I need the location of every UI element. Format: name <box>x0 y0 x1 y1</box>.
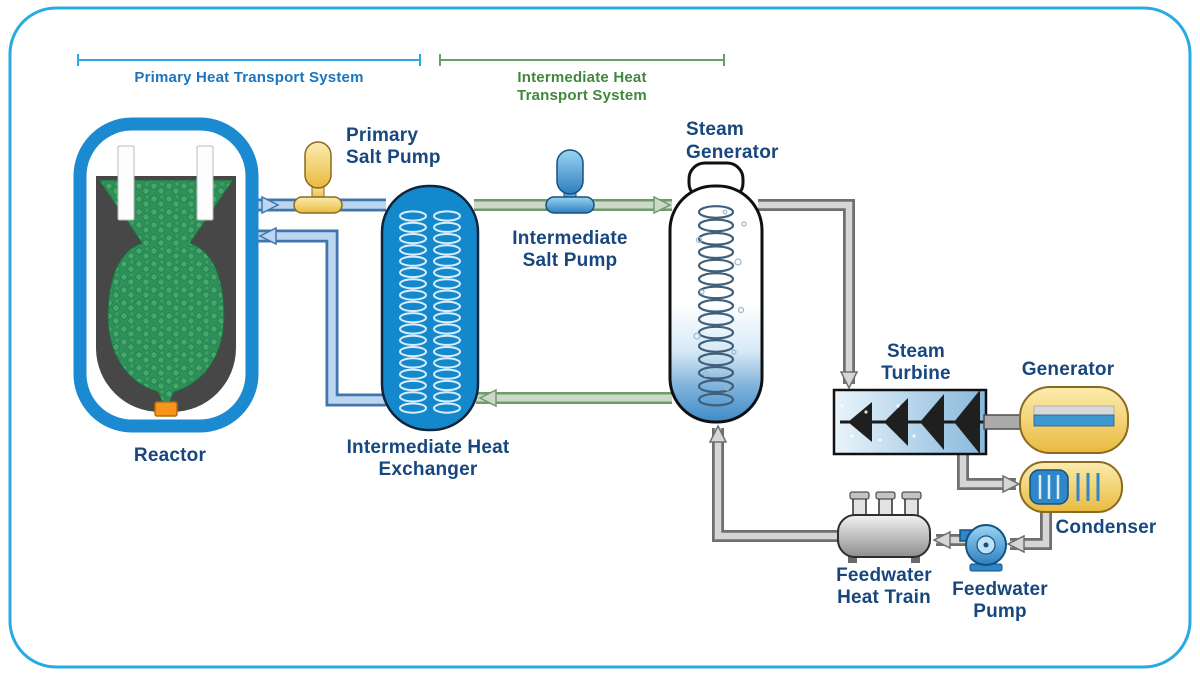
intermediate-pump-body <box>545 196 595 214</box>
pebble-bed <box>98 179 234 412</box>
primary-pump-body <box>293 196 343 214</box>
primary-pump-label-line2: Salt Pump <box>346 147 441 168</box>
intermediate-pump-label-line2: Salt Pump <box>523 250 618 271</box>
primary-salt-pump-icon <box>293 141 343 214</box>
heat-train-leg-left <box>848 555 857 563</box>
intermediate-heat-exchanger <box>380 184 480 432</box>
generator-band-gray <box>1033 405 1115 416</box>
arrow-intermediate-cold <box>478 388 497 408</box>
intermediate-system-label-line2: Transport System <box>517 87 647 104</box>
primary-system-label: Primary Heat Transport System <box>134 69 363 86</box>
pipe-steam-line-core <box>758 201 853 384</box>
flow-arrows <box>258 195 1025 554</box>
control-rod-right <box>196 145 214 221</box>
heat-train-label-line1: Feedwater <box>836 565 932 586</box>
feedwater-pump-icon <box>959 524 1007 572</box>
generator <box>1019 386 1129 454</box>
feedwater-pump-label-line1: Feedwater <box>952 579 1048 600</box>
intermediate-salt-pump-icon <box>545 149 595 214</box>
condenser-coil-slats <box>1038 475 1060 499</box>
reactor <box>73 117 259 433</box>
generator-band-blue <box>1033 414 1115 427</box>
sg-coil <box>697 205 735 407</box>
arrow-feedwater-to-sg <box>708 424 728 443</box>
ihx-vessel <box>380 184 480 432</box>
intermediate-pump-label-line1: Intermediate <box>512 228 627 249</box>
pipe-turbine-exhaust-core <box>959 452 1016 488</box>
steam-turbine <box>832 388 988 456</box>
condenser-tube-slats <box>1076 473 1100 501</box>
arrow-steam-to-turbine <box>839 371 859 390</box>
arrow-primary-cold <box>258 226 277 246</box>
pipe-primary-cold-core <box>258 232 386 404</box>
heat-train-leg-right <box>911 555 920 563</box>
sg-vessel <box>668 184 764 424</box>
generator-shaft <box>983 414 1023 430</box>
ihx-coil-right <box>433 210 461 414</box>
heat-train-label-line2: Heat Train <box>837 587 931 608</box>
intermediate-system-label-line1: Intermediate Heat <box>517 69 646 86</box>
ihx-label-line1: Intermediate Heat <box>347 437 510 458</box>
sg-bubbles <box>693 209 747 391</box>
turbine-label-line2: Turbine <box>881 363 951 384</box>
control-rod-left <box>117 145 135 221</box>
arrow-to-heat-train <box>932 530 951 550</box>
turbine-label-line1: Steam <box>887 341 945 362</box>
arrow-primary-hot <box>261 195 280 215</box>
feedwater-pump-hub <box>983 542 989 548</box>
primary-pump-label-line1: Primary <box>346 125 418 146</box>
heat-train-tubes <box>849 491 922 518</box>
primary-pump-motor <box>304 141 332 189</box>
ihx-label-line2: Exchanger <box>379 459 478 480</box>
reactor-drain-outlet <box>154 401 178 417</box>
feedwater-pump-label-line2: Pump <box>973 601 1027 622</box>
intermediate-pump-motor <box>556 149 584 195</box>
heat-train-shell <box>837 514 931 558</box>
arrow-exhaust-to-condenser <box>1002 474 1021 494</box>
pipe-feedwater-riser-core <box>714 428 842 540</box>
steam-generator <box>668 161 764 424</box>
condenser-label: Condenser <box>1055 517 1156 538</box>
reactor-label: Reactor <box>134 445 207 466</box>
ihx-coil-left <box>399 210 427 414</box>
primary-system-bracket <box>77 54 421 66</box>
sg-label-line2: Generator <box>686 142 779 163</box>
condenser <box>1019 461 1123 513</box>
sg-label-line1: Steam <box>686 119 744 140</box>
generator-label: Generator <box>1022 359 1115 380</box>
arrow-condensate-to-pump <box>1006 534 1025 554</box>
feedwater-heat-train <box>837 491 931 563</box>
turbine-steam-specks <box>840 404 916 442</box>
intermediate-system-bracket <box>439 54 725 66</box>
arrow-intermediate-hot <box>653 195 672 215</box>
